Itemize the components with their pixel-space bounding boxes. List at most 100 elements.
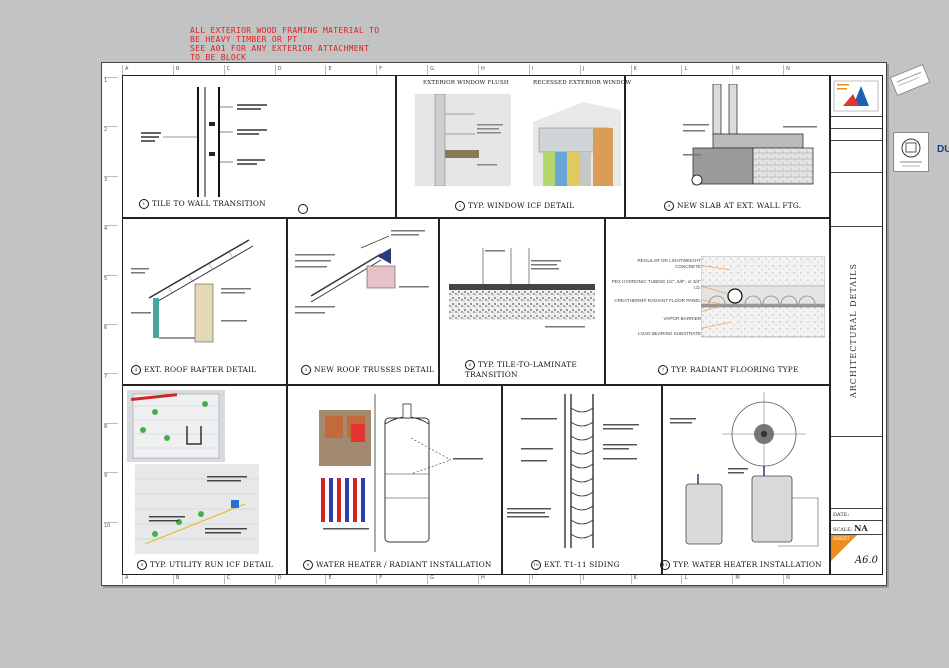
scale-value: NA xyxy=(854,523,868,533)
radiant-floor-drawing[interactable] xyxy=(701,256,825,346)
ruler-mark: M xyxy=(732,574,783,584)
floating-logo-card[interactable] xyxy=(893,132,929,172)
ruler-mark: D xyxy=(274,574,326,584)
partial-logo-icon: DU xyxy=(937,144,949,155)
ruler-mark: 3 xyxy=(104,175,118,225)
title-block-divider xyxy=(831,226,882,227)
row-divider xyxy=(123,217,829,219)
ruler-mark: K xyxy=(630,574,682,584)
note-line: SEE A01 FOR ANY EXTERIOR ATTACHMENT xyxy=(190,44,370,53)
ruler-mark: 2 xyxy=(104,126,118,175)
col-divider xyxy=(661,384,663,574)
detail-bubble: 10 xyxy=(531,560,541,570)
ruler-mark: D xyxy=(274,65,326,75)
date-label: DATE: xyxy=(833,512,850,518)
ruler-mark: J xyxy=(579,574,631,584)
ruler-mark: M xyxy=(732,65,783,75)
sheet-number-box[interactable]: SHEET A6.0 xyxy=(831,535,882,574)
drawing-sheet[interactable]: A B C D E F G H I J K L M N A B C D E F … xyxy=(101,62,887,586)
note-line: ALL EXTERIOR WOOD FRAMING MATERIAL TO xyxy=(190,26,380,35)
scale-label: SCALE: xyxy=(833,527,853,533)
detail-label: TYP. WINDOW ICF DETAIL xyxy=(468,201,575,210)
detail-label: NEW SLAB AT EXT. WALL FTG. xyxy=(677,201,802,210)
sheet-title: ARCHITECTURAL DETAILS xyxy=(849,263,858,399)
detail-label: TILE TO WALL TRANSITION xyxy=(152,199,266,208)
detail-label: NEW ROOF TRUSSES DETAIL xyxy=(314,365,435,374)
water-heater-radiant-drawing[interactable] xyxy=(319,394,495,552)
tile-laminate-drawing[interactable] xyxy=(445,248,599,348)
ruler-mark: G xyxy=(427,65,478,75)
ruler-mark: 10 xyxy=(104,521,118,571)
utility-run-photo-top[interactable] xyxy=(127,390,225,462)
tile-to-wall-drawing[interactable] xyxy=(133,82,293,200)
title-block-divider xyxy=(831,520,882,521)
top-grid-ruler: A B C D E F G H I J K L M N xyxy=(122,65,834,75)
window-sub-label-recessed: RECESSED EXTERIOR WINDOW xyxy=(533,80,632,86)
ruler-mark: J xyxy=(579,65,631,75)
scale-field[interactable]: SCALE: NA xyxy=(833,523,868,533)
ruler-mark: 4 xyxy=(104,225,118,274)
title-block-divider xyxy=(831,116,882,117)
slab-wall-footing-drawing[interactable] xyxy=(683,84,823,192)
left-grid-ruler: 1 2 3 4 5 6 7 8 9 10 xyxy=(104,77,118,571)
detail-label: EXT. ROOF RAFTER DETAIL xyxy=(144,365,257,374)
ruler-mark: I xyxy=(528,65,580,75)
roof-rafter-drawing[interactable] xyxy=(129,228,279,348)
detail-label: TYP. TILE-TO-LAMINATE TRANSITION xyxy=(465,360,577,379)
detail-bubble: 8 xyxy=(137,560,147,570)
radiant-label-list: REGULAR OR LIGHTWEIGHT CONCRETE PEX HYDR… xyxy=(611,258,701,337)
ruler-mark: C xyxy=(223,65,275,75)
ruler-mark: L xyxy=(681,574,732,584)
col-divider xyxy=(501,384,503,574)
col-divider xyxy=(604,217,606,384)
detail-label: WATER HEATER / RADIANT INSTALLATION xyxy=(316,560,492,569)
detail-bubble: 6 xyxy=(465,360,475,370)
detail-bubble: 5 xyxy=(301,365,311,375)
date-field[interactable]: DATE: xyxy=(833,512,849,518)
water-heater-install-drawing[interactable] xyxy=(668,388,824,554)
stamp-icon xyxy=(896,71,922,87)
radiant-label: CREATHERM® RADIANT FLOOR PANEL xyxy=(614,298,701,303)
radiant-label: REGULAR OR LIGHTWEIGHT CONCRETE xyxy=(637,258,701,269)
ruler-mark: G xyxy=(427,574,478,584)
t1-11-siding-drawing[interactable] xyxy=(507,388,657,556)
ruler-mark: 1 xyxy=(104,77,118,126)
ruler-mark: H xyxy=(478,65,529,75)
window-recessed-drawing[interactable] xyxy=(533,92,621,186)
detail-bubble: 1 xyxy=(139,199,149,209)
title-block[interactable]: ARCHITECTURAL DETAILS DATE: SCALE: NA SH… xyxy=(830,75,883,575)
sheet-label: SHEET xyxy=(833,537,850,542)
col-divider xyxy=(286,217,288,384)
ruler-mark: L xyxy=(681,65,732,75)
window-flush-drawing[interactable] xyxy=(415,94,511,186)
detail-bubble: 2 xyxy=(455,201,465,211)
ruler-mark: N xyxy=(783,574,834,584)
svg-text:DU: DU xyxy=(937,144,949,155)
roof-truss-drawing[interactable] xyxy=(291,226,436,346)
ruler-mark: K xyxy=(630,65,682,75)
col-divider xyxy=(286,384,288,574)
title-block-divider xyxy=(831,140,882,141)
floating-partial-card[interactable]: DU xyxy=(935,140,949,158)
ruler-mark: B xyxy=(172,574,224,584)
ruler-mark: F xyxy=(376,65,427,75)
radiant-label: VAPOR BARRIER xyxy=(663,315,701,321)
section-marker xyxy=(298,204,308,214)
utility-run-photo-bottom[interactable] xyxy=(135,464,259,554)
floating-stamp-card[interactable] xyxy=(889,63,931,97)
window-sub-label-flush: EXTERIOR WINDOW FLUSH xyxy=(423,80,509,86)
ruler-mark: C xyxy=(223,574,275,584)
radiant-label: LOAD BEARING SUBSTRATE xyxy=(638,331,701,336)
detail-label: TYP. WATER HEATER INSTALLATION xyxy=(673,560,822,569)
detail-label: TYP. UTILITY RUN ICF DETAIL xyxy=(150,560,274,569)
detail-bubble: 11 xyxy=(660,560,670,570)
title-block-divider xyxy=(831,508,882,509)
